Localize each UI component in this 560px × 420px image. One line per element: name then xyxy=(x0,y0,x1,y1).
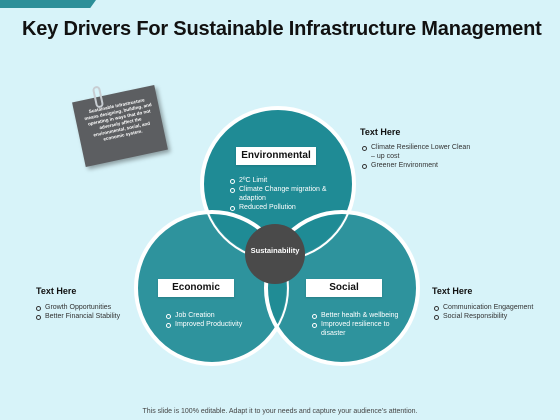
corner-accent xyxy=(0,0,96,8)
list-item: 2ºC Limit xyxy=(230,176,340,185)
side-bullets-left: Growth Opportunities Better Financial St… xyxy=(36,303,148,321)
social-bullets: Better health & wellbeing Improved resil… xyxy=(312,311,412,338)
list-item: Social Responsibility xyxy=(434,312,546,321)
footer-note: This slide is 100% editable. Adapt it to… xyxy=(142,408,418,415)
side-heading-left: Text Here xyxy=(36,286,77,296)
page-title: Key Drivers For Sustainable Infrastructu… xyxy=(22,18,542,40)
list-item: Better health & wellbeing xyxy=(312,311,412,320)
list-item: Better Financial Stability xyxy=(36,312,148,321)
sustainability-center xyxy=(245,224,305,284)
side-bullets-right: Communication Engagement Social Responsi… xyxy=(434,303,546,321)
environmental-label: Environmental xyxy=(236,147,316,165)
list-item: Reduced Pollution xyxy=(230,203,340,212)
list-item: Climate Resilience Lower Clean – up cost xyxy=(362,143,474,161)
list-item: Improved resilience to disaster xyxy=(312,320,412,338)
economic-label: Economic xyxy=(158,279,234,297)
list-item: Communication Engagement xyxy=(434,303,546,312)
note-text: Sustainable infrastructure means designi… xyxy=(83,97,153,142)
economic-outline xyxy=(135,211,289,365)
list-item: Greener Environment xyxy=(362,161,474,170)
list-item: Improved Productivity xyxy=(166,320,266,329)
environmental-bullets: 2ºC Limit Climate Change migration & ada… xyxy=(230,176,340,212)
economic-bullets: Job Creation Improved Productivity xyxy=(166,311,266,329)
list-item: Growth Opportunities xyxy=(36,303,148,312)
side-heading-right: Text Here xyxy=(432,286,473,296)
sustainability-label: Sustainability xyxy=(250,246,300,255)
list-item: Job Creation xyxy=(166,311,266,320)
social-label: Social xyxy=(306,279,382,297)
side-bullets-top-right: Climate Resilience Lower Clean – up cost… xyxy=(362,143,474,170)
list-item: Climate Change migration & adaption xyxy=(230,185,340,203)
side-heading-top-right: Text Here xyxy=(360,127,401,137)
